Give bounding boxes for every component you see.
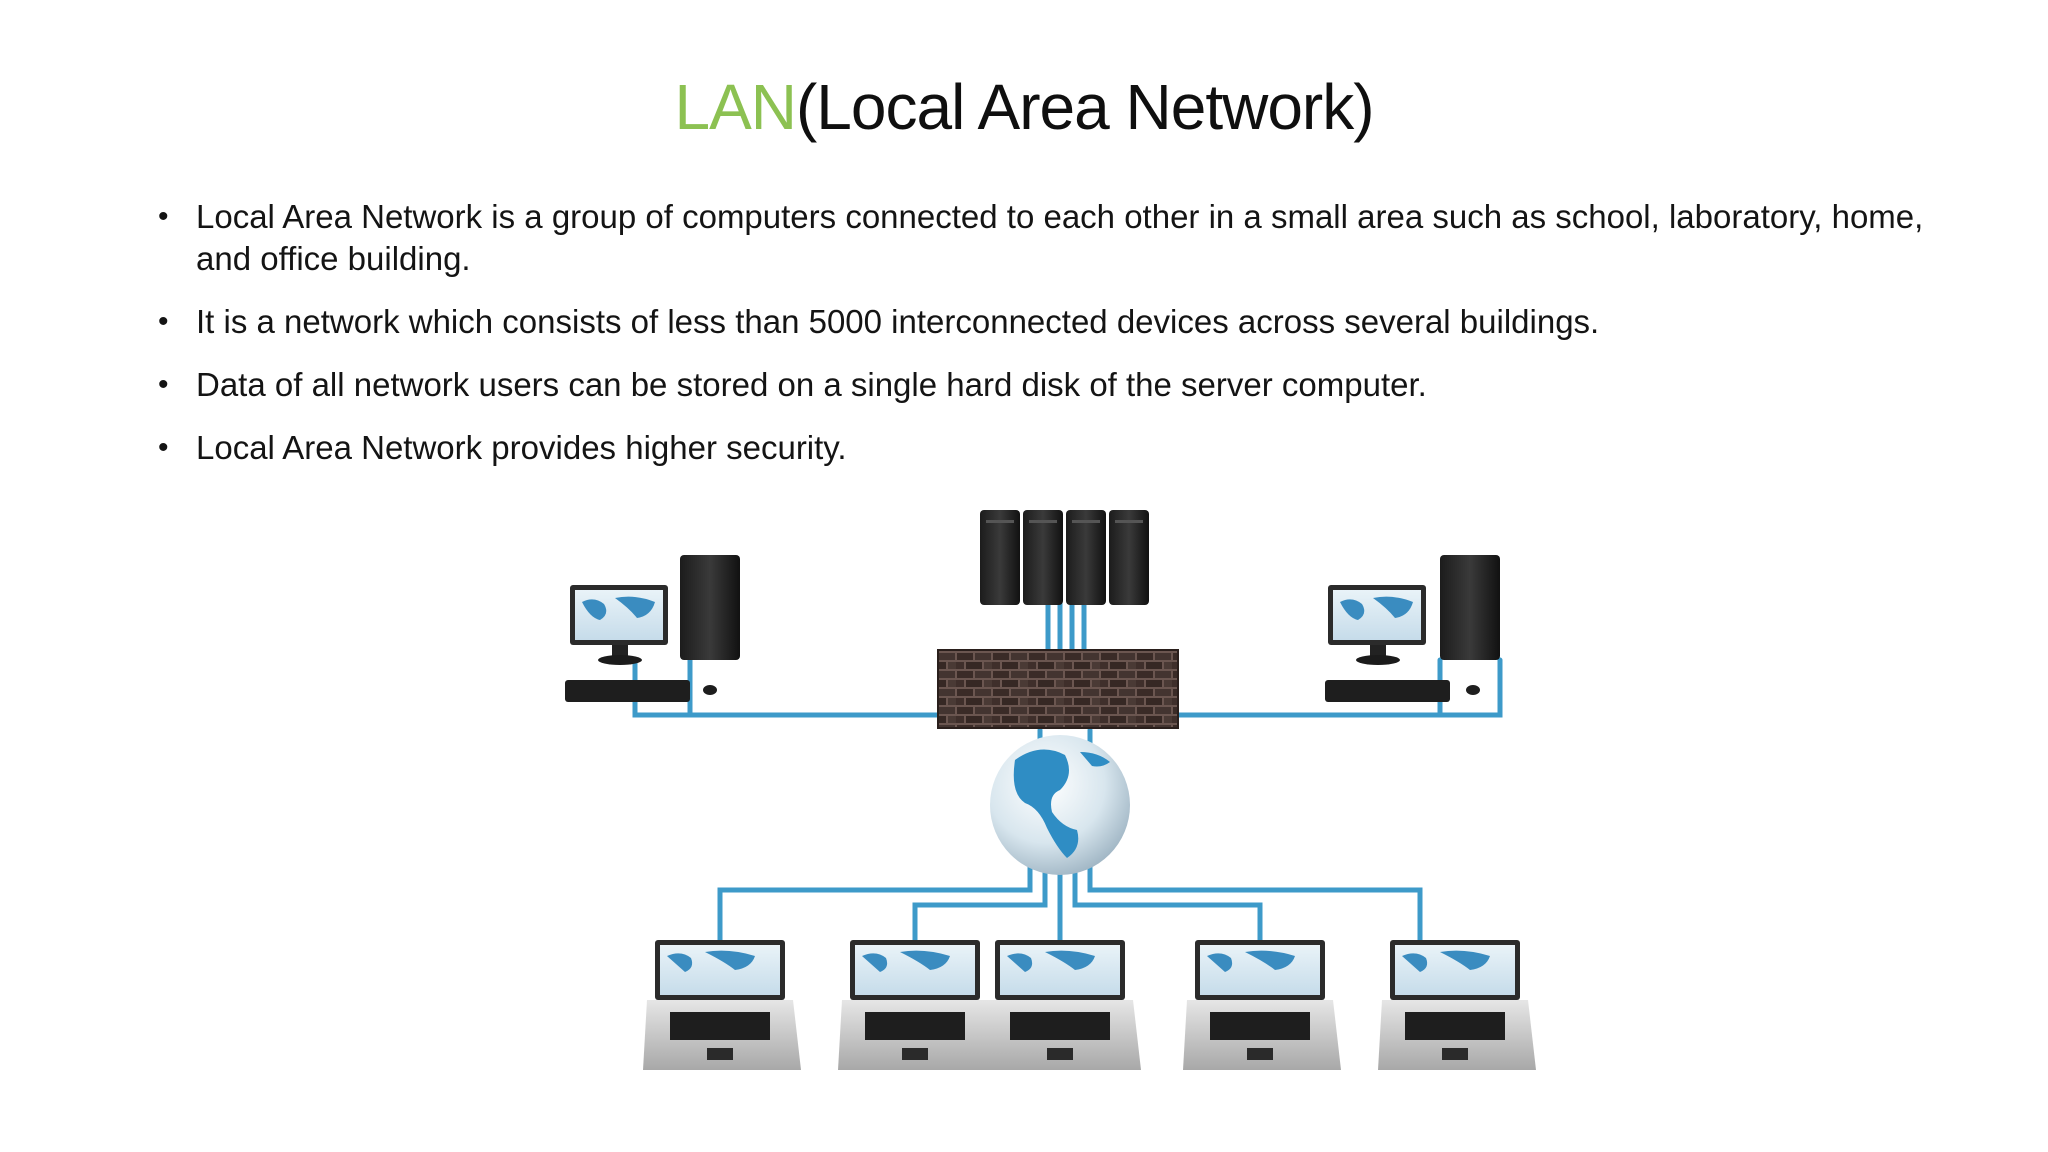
server-rack-icon	[980, 510, 1149, 605]
title-rest: (Local Area Network)	[795, 71, 1375, 143]
bullet-text: Local Area Network provides higher secur…	[196, 429, 847, 466]
desktop-computer-icon	[565, 555, 740, 702]
bullet-list: • Local Area Network is a group of compu…	[150, 196, 1950, 490]
laptop-icon	[1378, 940, 1536, 1070]
slide-title: LAN(Local Area Network)	[0, 62, 2048, 152]
laptop-icon	[643, 940, 801, 1070]
bullet-item: • It is a network which consists of less…	[150, 301, 1950, 343]
laptop-icon	[838, 940, 996, 1070]
bullet-text: Data of all network users can be stored …	[196, 366, 1427, 403]
laptop-icon	[1183, 940, 1341, 1070]
bullet-marker: •	[158, 431, 169, 464]
firewall-icon	[937, 649, 1179, 729]
globe-icon	[990, 735, 1130, 875]
bullet-item: • Local Area Network provides higher sec…	[150, 427, 1950, 469]
bullet-item: • Local Area Network is a group of compu…	[150, 196, 1950, 280]
bullet-text: Local Area Network is a group of compute…	[196, 198, 1924, 277]
bullet-marker: •	[158, 368, 169, 401]
lan-network-illustration	[565, 510, 1536, 1070]
desktop-computer-icon	[1325, 555, 1500, 702]
bullet-marker: •	[158, 305, 169, 338]
bullet-text: It is a network which consists of less t…	[196, 303, 1600, 340]
title-accent: LAN	[674, 71, 796, 143]
laptop-icon	[983, 940, 1141, 1070]
bullet-marker: •	[158, 200, 169, 233]
bullet-item: • Data of all network users can be store…	[150, 364, 1950, 406]
